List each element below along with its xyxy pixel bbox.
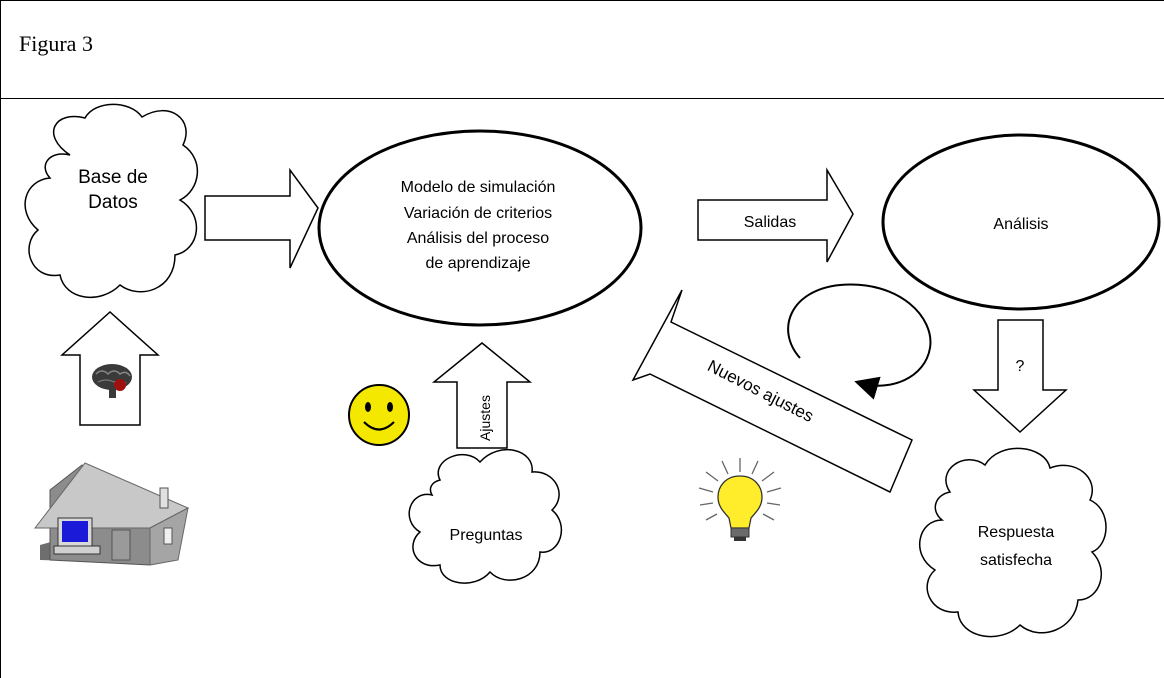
database-label-line1: Base de [78, 167, 148, 188]
adjustments-arrow: Ajustes [431, 342, 533, 449]
answer-label-line2: satisfecha [980, 552, 1052, 569]
db-to-model-arrow [204, 167, 319, 269]
model-label-line1: Modelo de simulación [401, 179, 556, 196]
database-label-line2: Datos [88, 192, 138, 213]
lightbulb-icon [698, 458, 782, 541]
brain-icon [92, 364, 132, 398]
analysis-ellipse: Análisis [881, 133, 1161, 311]
outputs-arrow: Salidas [697, 167, 854, 263]
questions-label: Preguntas [450, 527, 523, 544]
question-mark-label: ? [1016, 358, 1025, 375]
smiley-icon [348, 384, 410, 446]
answer-label-line1: Respuesta [978, 524, 1055, 541]
model-ellipse: Modelo de simulación Variación de criter… [317, 129, 643, 327]
model-label-line3: Análisis del proceso [407, 230, 549, 247]
database-cloud: Base de Datos [24, 103, 199, 299]
model-label-line2: Variación de criterios [404, 205, 552, 222]
figure-caption: Figura 3 [19, 31, 93, 56]
outputs-label: Salidas [744, 214, 796, 231]
house-computer-icon [33, 462, 190, 566]
adjustments-label: Ajustes [477, 395, 493, 441]
caption-row: Figura 3 [0, 0, 1164, 99]
model-label-line4: de aprendizaje [426, 255, 531, 272]
analysis-label: Análisis [993, 216, 1048, 233]
answer-cloud: Respuesta satisfecha [919, 447, 1107, 638]
new-adjustments-arrow: Nuevos ajustes [631, 289, 913, 494]
question-down-arrow: ? [972, 319, 1068, 434]
questions-cloud: Preguntas [408, 448, 563, 584]
loop-arrow-icon [787, 283, 932, 400]
